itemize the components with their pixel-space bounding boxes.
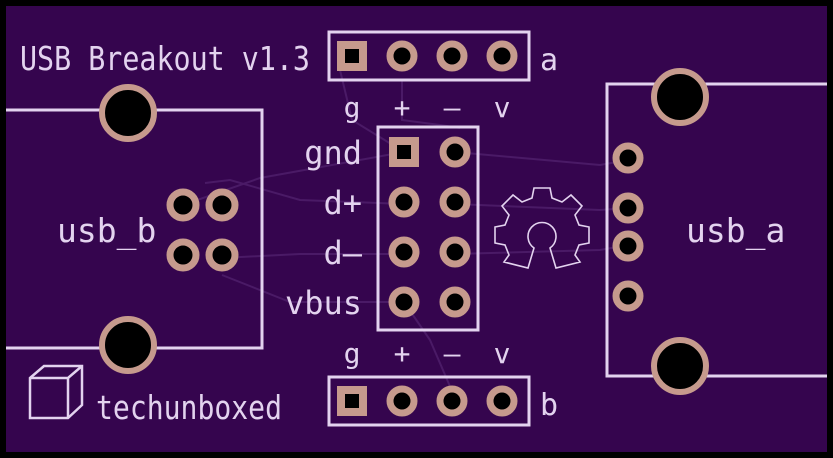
- pad-drill: [345, 394, 359, 408]
- round-pad: [486, 385, 518, 417]
- header-a-label: a: [540, 43, 558, 78]
- usb-a-mount-hole-bottom: [651, 337, 709, 395]
- round-pad: [439, 236, 471, 268]
- usb-b-label: usb_b: [57, 211, 156, 251]
- round-pad: [386, 40, 418, 72]
- round-pad: [436, 385, 468, 417]
- header-b-pin-labels: g +–v: [344, 337, 511, 370]
- usb-a-mount-hole-top: [651, 68, 709, 126]
- usb-b-pad: [205, 188, 239, 222]
- open-hardware-gear-icon: [494, 187, 590, 269]
- center-row-label: gnd: [304, 134, 362, 172]
- usb-a-outline: [605, 82, 827, 378]
- round-pad: [388, 286, 420, 318]
- usb-a-pad: [612, 230, 644, 262]
- center-row-label: vbus: [285, 284, 362, 322]
- cube-logo-icon: [28, 364, 84, 420]
- round-pad: [486, 40, 518, 72]
- pin-label: v: [494, 91, 511, 124]
- center-row-label: d–: [323, 234, 362, 272]
- header-a-pin-labels: g +–v: [344, 91, 511, 124]
- usb-b-mount-hole-bottom: [99, 316, 157, 374]
- pin-label: v: [494, 337, 511, 370]
- pad-drill: [345, 49, 359, 63]
- header-a-outline: [327, 30, 531, 82]
- round-pad: [439, 186, 471, 218]
- round-pad: [386, 385, 418, 417]
- usb-a-label: usb_a: [686, 211, 785, 251]
- pin-label: g: [344, 337, 361, 370]
- round-pad: [388, 186, 420, 218]
- brand-label: techunboxed: [96, 388, 282, 427]
- usb-b-pad: [166, 238, 200, 272]
- round-pad: [439, 286, 471, 318]
- pad-drill: [397, 145, 411, 159]
- pin-label: –: [444, 91, 461, 124]
- header-a: a: [327, 30, 558, 82]
- usb-a-connector: usb_a: [605, 68, 827, 395]
- center-header-outline: [376, 125, 480, 332]
- board-title: USB Breakout v1.3: [20, 39, 310, 78]
- header-b: b: [327, 375, 558, 427]
- center-header: gnd d+ d– vbus: [285, 125, 480, 332]
- usb-b-pad: [205, 238, 239, 272]
- header-b-outline: [327, 375, 531, 427]
- center-row-label: d+: [323, 184, 362, 222]
- round-pad: [439, 136, 471, 168]
- usb-b-connector: usb_b: [6, 84, 264, 374]
- pin-label: +: [394, 337, 411, 370]
- round-pad: [436, 40, 468, 72]
- usb-b-pad: [166, 188, 200, 222]
- round-pad: [388, 236, 420, 268]
- header-b-label: b: [540, 388, 558, 423]
- pin-label: g: [344, 91, 361, 124]
- usb-b-mount-hole-top: [99, 84, 157, 142]
- usb-a-pad: [612, 142, 644, 174]
- usb-a-pad: [612, 192, 644, 224]
- pin-label: +: [394, 91, 411, 124]
- usb-a-pad: [612, 280, 644, 312]
- pin-label: –: [444, 337, 461, 370]
